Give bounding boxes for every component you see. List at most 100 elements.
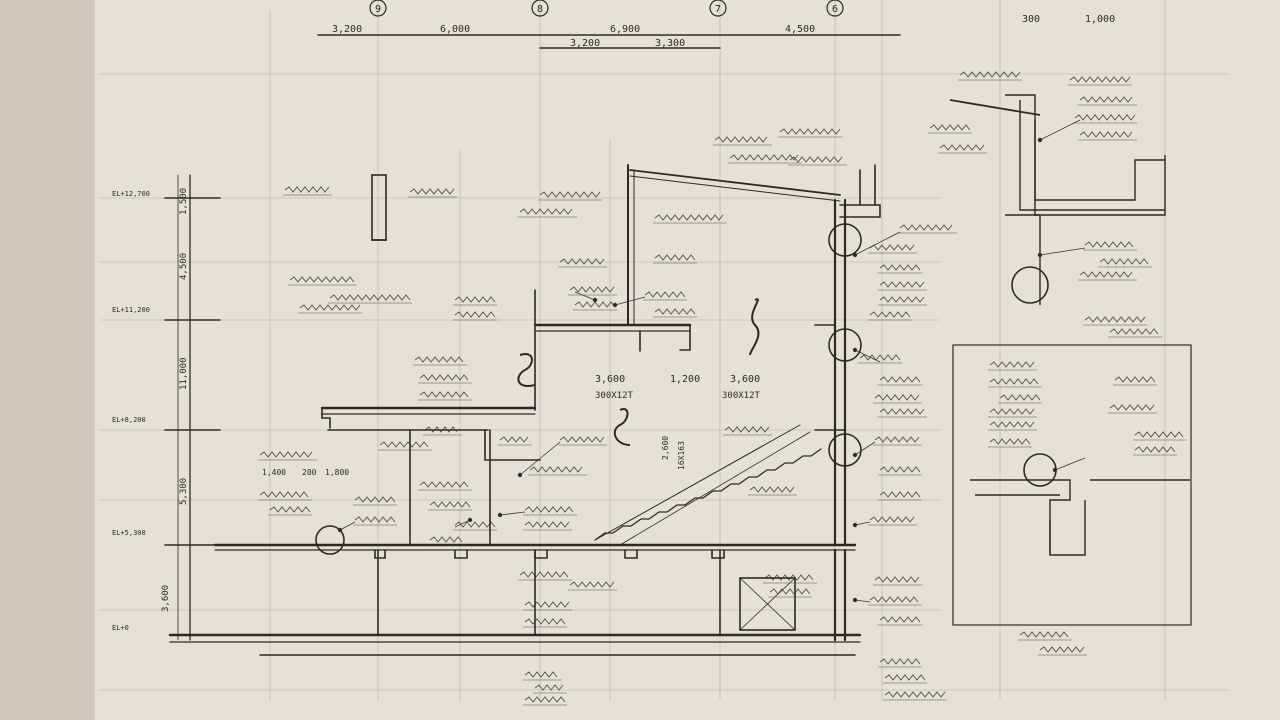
handwritten-note — [569, 286, 615, 293]
handwritten-note — [1114, 376, 1156, 383]
handwritten-note — [529, 466, 583, 473]
grid-marker-label: 8 — [537, 4, 543, 15]
handwritten-note — [989, 361, 1035, 368]
handwritten-note — [354, 516, 396, 523]
leader-dot — [467, 517, 473, 523]
handwritten-note — [424, 426, 458, 433]
handwritten-note — [419, 374, 469, 381]
building-structure — [164, 34, 1057, 656]
handwritten-note — [524, 506, 574, 513]
handwritten-note — [1019, 631, 1069, 638]
left-vertical-3: 4,500 — [179, 253, 189, 280]
handwritten-note — [559, 258, 605, 265]
misc-mark-3: 1,800 — [325, 468, 349, 477]
leader-dot — [337, 527, 343, 533]
top-sub-span-2: 3,300 — [655, 38, 685, 49]
handwritten-note — [414, 356, 464, 363]
leader-lines — [337, 119, 1086, 603]
handwritten-note — [869, 516, 915, 523]
grid-marker-circle — [826, 0, 844, 17]
leader-line — [454, 519, 471, 528]
handwritten-note — [429, 536, 463, 543]
handwritten-note — [1069, 76, 1131, 83]
handwritten-note — [869, 311, 911, 318]
leader-dot — [1037, 252, 1043, 258]
leader-line — [854, 231, 901, 256]
handwritten-note — [989, 438, 1031, 445]
handwritten-note — [534, 684, 564, 691]
handwritten-note — [524, 601, 570, 608]
riser-note-2: 16X163 — [677, 441, 686, 470]
handwritten-note — [354, 496, 396, 503]
handwritten-note — [999, 394, 1041, 401]
handwritten-note — [454, 521, 496, 528]
paper-sheet — [95, 0, 1280, 720]
leader-dot — [1037, 137, 1043, 143]
handwritten-note — [1039, 646, 1085, 653]
grid-marker-circle — [531, 0, 549, 17]
handwritten-note — [869, 244, 915, 251]
grid-marker-label: 6 — [832, 4, 838, 15]
annotation-scribbles — [258, 71, 1187, 706]
handwritten-note — [899, 224, 953, 231]
misc-mark-1: 1,400 — [262, 468, 286, 477]
detail-top-2: 1,000 — [1085, 14, 1115, 25]
grid-marker-circle — [709, 0, 727, 17]
grid-marker-label: 7 — [715, 4, 721, 15]
handwritten-note — [1074, 114, 1136, 121]
left-vertical-5: 3,600 — [161, 585, 171, 612]
level-1: EL+12,700 — [112, 190, 150, 198]
handwritten-note — [929, 124, 971, 131]
handwritten-note — [1084, 316, 1146, 323]
handwritten-note — [1134, 431, 1184, 438]
leader-line — [1039, 247, 1086, 256]
handwritten-note — [259, 491, 309, 498]
handwritten-note — [329, 294, 411, 301]
detail-section-views — [949, 94, 1192, 626]
leader-line — [574, 291, 596, 301]
handwritten-note — [879, 616, 921, 623]
handwritten-note — [454, 296, 496, 303]
handwritten-note — [884, 691, 946, 698]
handwritten-note — [1134, 446, 1176, 453]
handwritten-note — [879, 281, 925, 288]
handwritten-note — [1109, 328, 1159, 335]
break-marks — [517, 298, 760, 446]
handwritten-note — [874, 576, 920, 583]
stair-note-2: 300X12T — [722, 391, 761, 401]
handwritten-note — [1084, 241, 1134, 248]
leader-dot — [517, 472, 523, 478]
handwritten-note — [959, 71, 1021, 78]
leader-line — [1039, 119, 1081, 141]
handwritten-note — [559, 436, 605, 443]
leader-line — [1054, 457, 1086, 471]
handwritten-note — [299, 304, 361, 311]
handwritten-note — [419, 481, 469, 488]
handwritten-note — [874, 436, 920, 443]
leader-dot — [852, 597, 858, 603]
leader-line — [854, 441, 876, 456]
handwritten-note — [879, 491, 921, 498]
handwritten-note — [524, 618, 566, 625]
leader-dot — [852, 347, 858, 353]
leader-line — [499, 511, 526, 516]
handwritten-note — [989, 408, 1035, 415]
leader-dot — [592, 297, 598, 303]
handwritten-note — [1079, 271, 1133, 278]
left-vertical-1: 1,500 — [179, 188, 189, 215]
handwritten-note — [879, 658, 921, 665]
top-sub-span-1: 3,200 — [570, 38, 600, 49]
grid-marker-circle — [369, 0, 387, 17]
handwritten-note — [874, 394, 920, 401]
handwritten-note — [569, 581, 615, 588]
handwritten-note — [644, 291, 686, 298]
leader-dot — [612, 302, 618, 308]
handwritten-note — [989, 378, 1039, 385]
handwritten-note — [879, 408, 925, 415]
leader-dot — [497, 512, 503, 518]
handwritten-note — [519, 571, 569, 578]
handwritten-note — [654, 214, 724, 221]
leader-dot — [852, 522, 858, 528]
